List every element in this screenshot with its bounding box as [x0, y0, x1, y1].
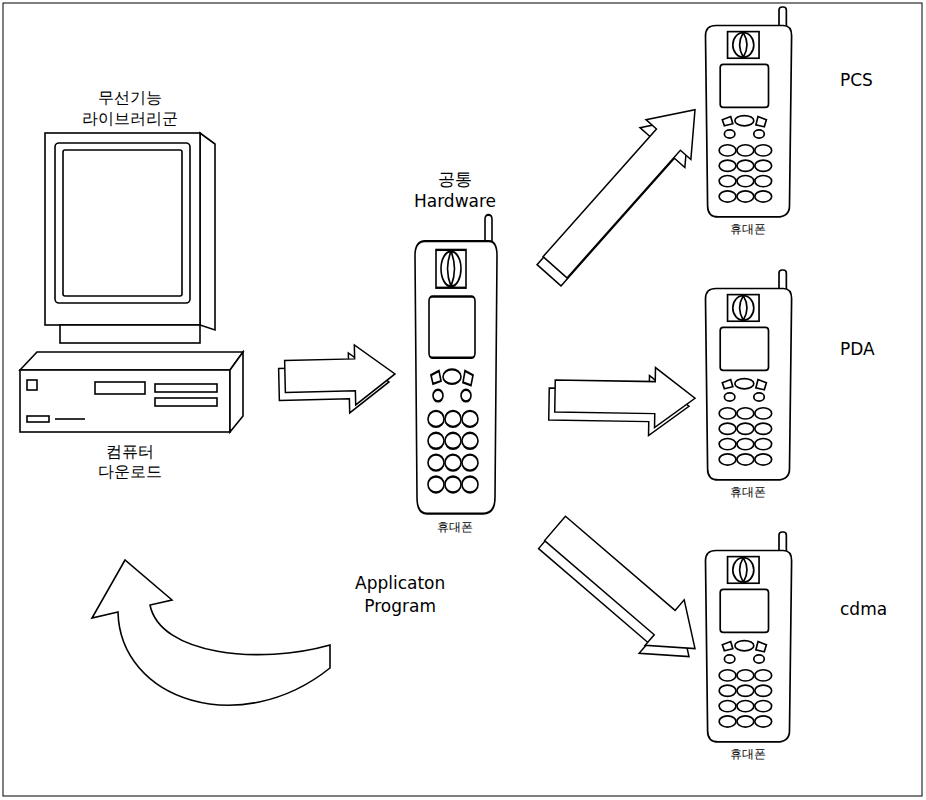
device-node: 휴대폰 PCS	[695, 5, 873, 238]
block-arrow	[537, 110, 695, 286]
text-slot: 휴대폰	[730, 222, 766, 238]
phone-illustration	[405, 212, 505, 518]
text-slot: 컴퓨터 다운로드	[98, 442, 162, 484]
device-label: 휴대폰	[730, 747, 766, 763]
phone-illustration	[706, 7, 792, 217]
text-slot: 휴대폰	[437, 520, 473, 536]
network-label: PCS	[840, 69, 873, 91]
computer-illustration	[15, 130, 245, 440]
device-label: 휴대폰	[437, 520, 473, 536]
device-node: 무선기능 라이브러리군컴퓨터 다운로드	[15, 88, 285, 483]
device-column: 휴대폰	[695, 5, 800, 238]
text-slot: PCS	[840, 69, 873, 91]
network-label: PDA	[840, 338, 875, 360]
text-slot: PDA	[840, 338, 875, 360]
computer-illustration	[20, 133, 243, 432]
arrow-face	[555, 368, 695, 428]
device-node: 휴대폰 PDA	[695, 268, 875, 501]
device-label: 무선기능 라이브러리군	[82, 88, 178, 130]
device-node: 휴대폰 cdma	[695, 530, 887, 763]
phone-illustration	[695, 530, 800, 745]
device-label: 휴대폰	[730, 485, 766, 501]
phone-illustration	[695, 5, 800, 220]
phone-illustration	[706, 532, 792, 742]
device-node: 공통 Hardware 휴대폰	[395, 168, 555, 536]
block-arrow	[549, 368, 695, 436]
device-label: 컴퓨터 다운로드	[98, 442, 162, 484]
device-column: 무선기능 라이브러리군컴퓨터 다운로드	[15, 88, 245, 483]
arrow-face	[543, 110, 695, 278]
text-slot: 휴대폰	[730, 485, 766, 501]
frame	[3, 3, 922, 796]
text-slot: 공통 Hardware	[414, 168, 496, 212]
arrow-face	[545, 516, 695, 648]
device-column: 공통 Hardware 휴대폰	[395, 168, 515, 536]
arrow-face	[285, 345, 395, 405]
block-arrow	[279, 345, 395, 413]
device-label: 휴대폰	[730, 222, 766, 238]
loop-arrow	[92, 560, 330, 705]
device-column: 휴대폰	[695, 530, 800, 763]
device-label: 공통 Hardware	[414, 168, 496, 212]
text-slot: 무선기능 라이브러리군	[82, 88, 178, 130]
network-label: cdma	[840, 598, 887, 620]
text-slot: cdma	[840, 598, 887, 620]
block-arrow	[539, 516, 695, 656]
phone-illustration	[695, 268, 800, 483]
text-slot: 휴대폰	[730, 747, 766, 763]
device-column: 휴대폰	[695, 268, 800, 501]
program-label: Applicaton Program	[355, 572, 445, 618]
phone-illustration	[415, 215, 497, 514]
phone-illustration	[706, 270, 792, 480]
